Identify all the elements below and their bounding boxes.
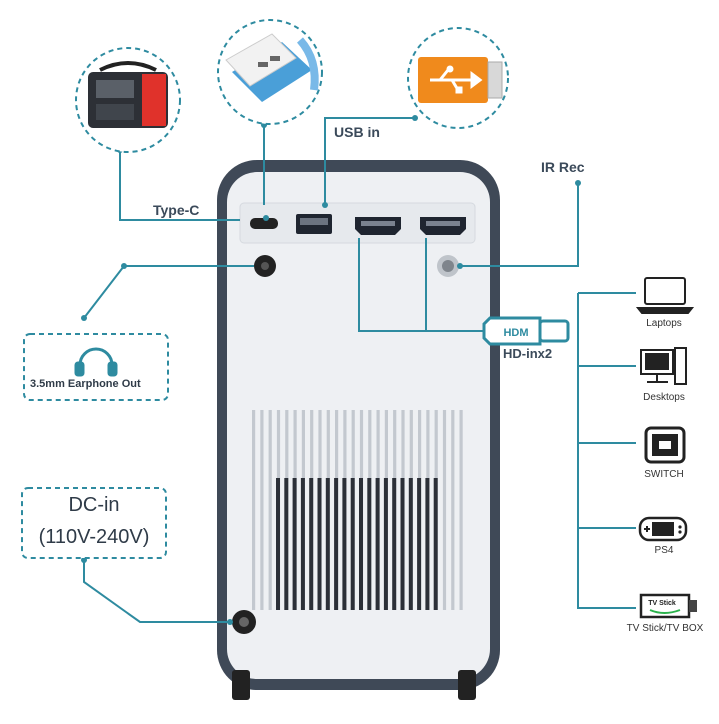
vent-opening bbox=[400, 478, 405, 610]
vent-opening bbox=[317, 478, 322, 610]
vent-opening bbox=[334, 478, 339, 610]
vent-opening bbox=[309, 478, 314, 610]
dc-in-callout-box bbox=[21, 487, 167, 559]
desktop-icon bbox=[640, 347, 687, 385]
dc-in-port bbox=[232, 610, 256, 634]
device-label-tv-stick: TV Stick/TV BOX bbox=[626, 623, 704, 634]
ps4-icon bbox=[638, 516, 688, 542]
vent-slot bbox=[459, 410, 463, 610]
vent-grille bbox=[252, 410, 463, 610]
tv-stick-icon: TV Stick bbox=[639, 593, 697, 619]
hdmi-lines bbox=[358, 238, 488, 332]
usb-in-label: USB in bbox=[334, 124, 380, 140]
switch-icon bbox=[644, 426, 686, 464]
power-station-callout bbox=[75, 47, 181, 153]
vent-opening bbox=[425, 478, 430, 610]
battery-pack-callout bbox=[217, 19, 323, 125]
vent-opening bbox=[342, 478, 347, 610]
laptop-icon bbox=[635, 277, 695, 314]
device-label-laptops: Laptops bbox=[646, 318, 682, 329]
hd-in-label: HD-inx2 bbox=[503, 346, 553, 361]
device-label-desktops: Desktops bbox=[643, 392, 685, 403]
vent-opening bbox=[433, 478, 438, 610]
ir-rec-label: IR Rec bbox=[541, 159, 585, 175]
device-label-ps4: PS4 bbox=[654, 545, 674, 556]
earphone-label: 3.5mm Earphone Out bbox=[30, 378, 141, 390]
power-bank-icon bbox=[225, 33, 319, 102]
hdmi-plug-icon: HDM bbox=[482, 316, 570, 346]
hdmi-port-2 bbox=[420, 217, 466, 235]
dc-in-label: DC-in bbox=[68, 494, 120, 516]
vent-slot bbox=[442, 410, 447, 610]
vent-opening bbox=[325, 478, 330, 610]
vent-opening bbox=[350, 478, 355, 610]
device-label-switch: SWITCH bbox=[644, 469, 684, 480]
earphone-jack bbox=[254, 255, 276, 277]
type-c-label: Type-C bbox=[153, 202, 200, 218]
headphone-icon bbox=[74, 347, 118, 377]
vent-opening bbox=[300, 478, 305, 610]
power-station-icon bbox=[88, 61, 168, 128]
vent-slot bbox=[268, 410, 272, 610]
usb-drive-icon bbox=[418, 57, 503, 103]
hdmi-port-1 bbox=[355, 217, 401, 235]
voltage-label: (110V-240V) bbox=[38, 526, 150, 548]
hdmi-plug-text: HDM bbox=[503, 327, 528, 339]
connector-dots bbox=[81, 115, 581, 625]
vent-opening bbox=[284, 478, 289, 610]
vent-opening bbox=[375, 478, 380, 610]
vent-opening bbox=[408, 478, 413, 610]
vent-opening bbox=[383, 478, 388, 610]
vent-slot bbox=[451, 410, 455, 610]
vent-slot bbox=[260, 410, 264, 610]
vent-opening bbox=[392, 478, 397, 610]
vent-slot bbox=[252, 410, 256, 610]
vent-opening bbox=[276, 478, 280, 610]
earphone-callout-box bbox=[23, 333, 169, 401]
usb-port bbox=[296, 214, 332, 234]
ir-receiver bbox=[437, 255, 459, 277]
vent-opening bbox=[417, 478, 422, 610]
vent-opening bbox=[359, 478, 363, 610]
usb-drive-callout bbox=[407, 27, 509, 129]
vent-opening bbox=[292, 478, 297, 610]
vent-opening bbox=[367, 478, 372, 610]
tv-stick-text: TV Stick bbox=[648, 600, 676, 607]
type-c-port bbox=[250, 218, 278, 229]
